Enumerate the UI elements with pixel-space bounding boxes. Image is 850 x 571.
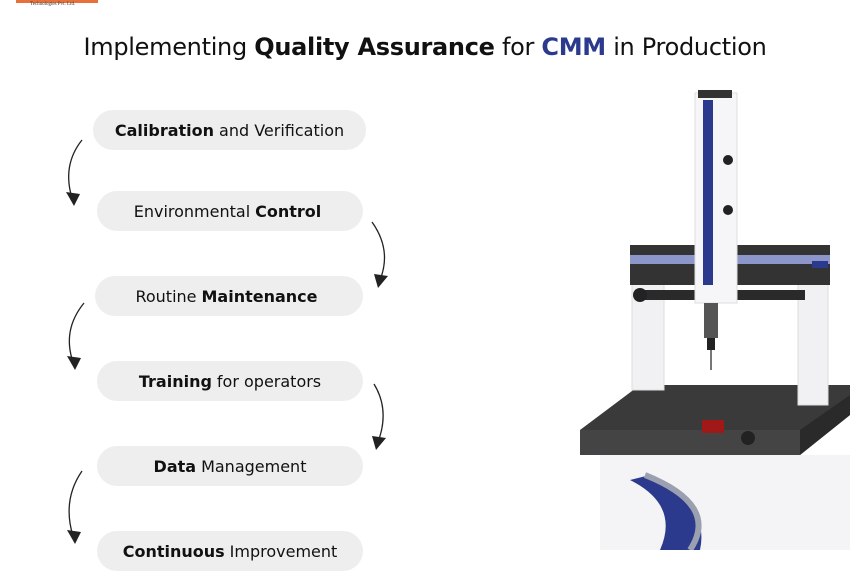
arrowhead-icon (374, 274, 388, 288)
arrow-curve (371, 221, 386, 281)
arrow-curve (68, 139, 83, 199)
arrowhead-icon (67, 530, 81, 544)
arrow-curve (68, 302, 85, 363)
arrow-curve (68, 470, 83, 537)
arrowhead-icon (372, 436, 386, 450)
arrowhead-icon (66, 192, 80, 206)
page-title: Implementing Quality Assurance for CMM i… (83, 33, 767, 61)
arrow-curve (373, 383, 384, 443)
company-logo (16, 0, 98, 3)
flow-arrows (66, 139, 388, 544)
cmm-machine-image (580, 90, 850, 550)
arrowhead-icon (67, 356, 81, 370)
logo-tagline: Technologies Pvt. Ltd. (30, 2, 76, 7)
